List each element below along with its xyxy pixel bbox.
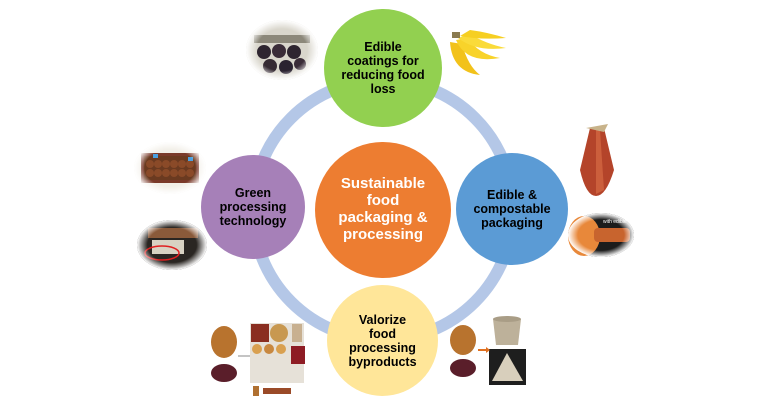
node-label-line: reducing food bbox=[341, 68, 425, 82]
nut-tray-photo bbox=[134, 142, 206, 194]
node-label-line: Green bbox=[234, 186, 272, 200]
node-label-line: technology bbox=[219, 214, 287, 228]
node-label: Edible coatings for reducing food loss bbox=[341, 40, 424, 96]
node-green-processing: Green processing technology bbox=[201, 155, 305, 259]
node-label-line: packaging bbox=[481, 216, 543, 230]
node-label: Green processing technology bbox=[220, 186, 287, 228]
node-label-line: Valorize bbox=[358, 312, 407, 327]
node-label: Edible & compostable packaging bbox=[473, 188, 550, 230]
center-label-line: packaging & bbox=[338, 209, 428, 226]
center-node: Sustainable food packaging & processing bbox=[315, 142, 451, 278]
node-label-line: Edible & bbox=[486, 188, 537, 202]
pulp-cup-photo bbox=[493, 316, 521, 345]
banana-bunch-photo bbox=[450, 30, 506, 75]
node-label-line: loss bbox=[370, 82, 396, 96]
coated-product-photo: with edible bbox=[568, 213, 634, 257]
node-label-line: compostable bbox=[473, 202, 551, 216]
pomace-photo bbox=[211, 326, 237, 382]
node-label-line: coatings for bbox=[347, 54, 419, 68]
byproduct-arrow bbox=[450, 325, 490, 377]
node-label-line: food bbox=[368, 326, 397, 341]
node-edible-compostable-packaging: Edible & compostable packaging bbox=[456, 153, 568, 265]
node-label-line: byproducts bbox=[348, 354, 417, 369]
node-edible-coatings: Edible coatings for reducing food loss bbox=[324, 9, 442, 127]
node-label-line: Edible bbox=[364, 40, 402, 54]
node-label-line: processing bbox=[219, 200, 287, 214]
center-node-label: Sustainable food packaging & processing bbox=[338, 176, 427, 243]
node-label-line: processing bbox=[349, 340, 416, 355]
node-valorize-byproducts: Valorize food processing byproducts bbox=[327, 285, 438, 396]
center-label-line: Sustainable bbox=[340, 175, 426, 193]
molded-tray-photo bbox=[489, 349, 526, 385]
baked-goods-collage bbox=[238, 323, 305, 396]
red-pouch-photo bbox=[580, 124, 614, 196]
center-label-line: processing bbox=[342, 225, 424, 243]
dark-fruit-tray-photo bbox=[246, 20, 318, 80]
node-label: Valorize food processing byproducts bbox=[348, 313, 416, 369]
processing-equipment-photo bbox=[137, 220, 207, 270]
center-label-line: food bbox=[366, 192, 400, 210]
